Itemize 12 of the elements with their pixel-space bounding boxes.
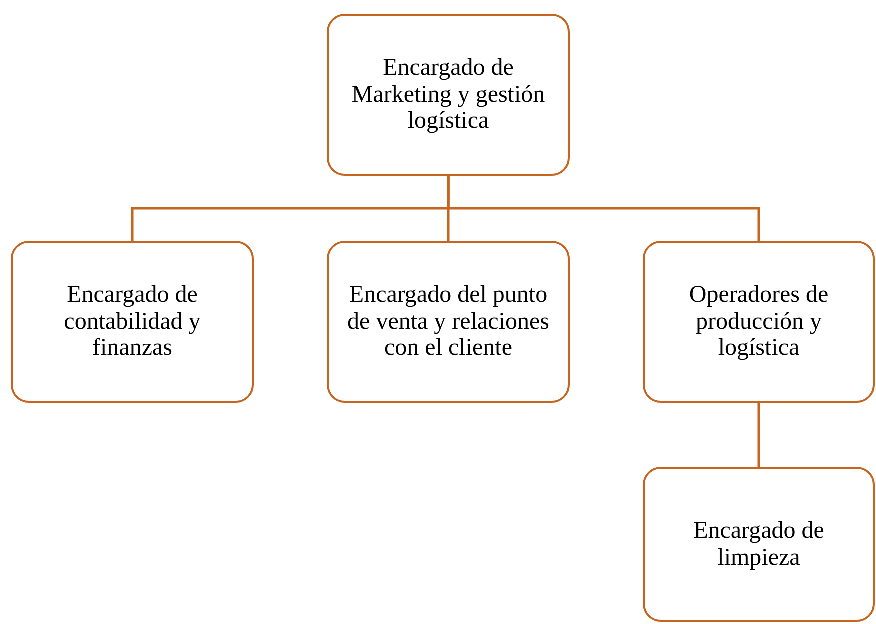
role-box — [327, 241, 570, 403]
connector-line — [447, 176, 760, 241]
connector-line — [758, 403, 760, 467]
role-box — [643, 241, 875, 403]
role-box — [11, 241, 254, 403]
role-box — [327, 14, 570, 176]
role-label: Operadores de producción y logística — [688, 282, 830, 362]
role-label: Encargado de Marketing y gestión logística — [350, 54, 546, 136]
role-label: Encargado de contabilidad y finanzas — [63, 282, 202, 362]
role-label: Encargado del punto de venta y relaciones con el cliente — [346, 282, 550, 362]
role-box — [643, 467, 875, 622]
role-label: Encargado de limpieza — [692, 518, 826, 572]
